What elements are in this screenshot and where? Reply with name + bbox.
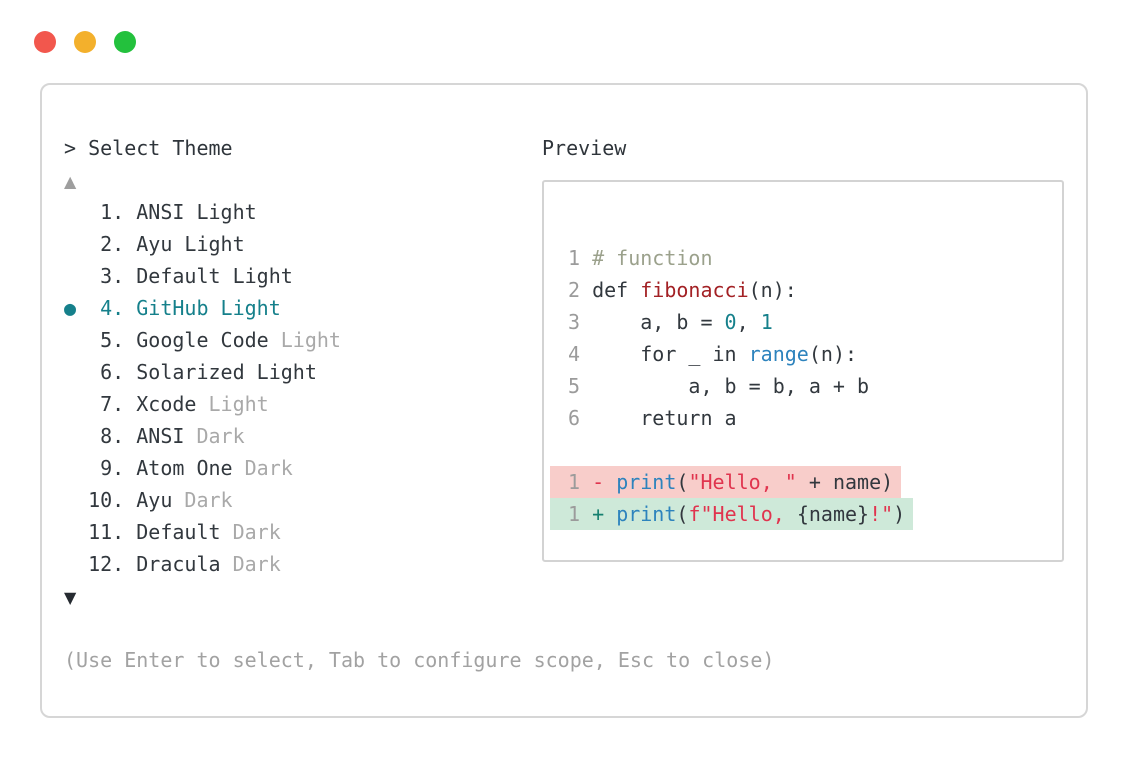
theme-name: 4. GitHub Light — [100, 296, 281, 320]
code-line — [568, 434, 1062, 466]
scroll-down-icon[interactable]: ▼ — [64, 588, 77, 607]
theme-variant-suffix: Dark — [244, 456, 293, 480]
token-plain: (n): — [808, 342, 858, 366]
theme-selector-panel: > Select Theme ▲ 1. ANSI Light 2. Ayu Li… — [64, 132, 341, 612]
token-ln: 6 — [568, 406, 593, 430]
help-text: (Use Enter to select, Tab to configure s… — [64, 648, 775, 672]
list-indent — [64, 456, 100, 480]
token-call: print — [616, 470, 677, 494]
theme-list-item[interactable]: 8. ANSI Dark — [64, 420, 341, 452]
token-plain: ( — [676, 502, 689, 526]
list-indent — [64, 200, 100, 224]
token-plus: + — [592, 502, 617, 526]
list-indent — [64, 552, 88, 576]
theme-list-item[interactable]: 6. Solarized Light — [64, 356, 341, 388]
scroll-up-icon[interactable]: ▲ — [64, 172, 77, 191]
theme-list-item[interactable]: 7. Xcode Light — [64, 388, 341, 420]
theme-name: 8. ANSI — [100, 424, 197, 448]
token-plain: ) — [893, 502, 906, 526]
theme-list-item[interactable]: 9. Atom One Dark — [64, 452, 341, 484]
theme-name: 7. Xcode — [100, 392, 209, 416]
list-indent — [64, 232, 100, 256]
token-plain: a, b = b, a + b — [592, 374, 870, 398]
code-line: 3 a, b = 0, 1 — [568, 306, 1062, 338]
zoom-button[interactable] — [114, 31, 136, 53]
token-numlit: 1 — [760, 310, 773, 334]
token-ln: 5 — [568, 374, 593, 398]
theme-list-item[interactable]: 12. Dracula Dark — [64, 548, 341, 580]
token-ln: 2 — [568, 278, 593, 302]
token-plain: ( — [676, 470, 689, 494]
code-line: 5 a, b = b, a + b — [568, 370, 1062, 402]
token-numlit: 0 — [724, 310, 737, 334]
theme-variant-suffix: Dark — [232, 552, 281, 576]
theme-name: 1. ANSI Light — [100, 200, 257, 224]
token-plain: (n): — [748, 278, 797, 302]
theme-list-item[interactable]: 2. Ayu Light — [64, 228, 341, 260]
token-ln: 1 — [568, 246, 593, 270]
list-indent — [64, 520, 88, 544]
token-comment: # function — [592, 246, 713, 270]
token-plain: , — [736, 310, 761, 334]
token-plain: def — [592, 278, 641, 302]
token-funcdef: fibonacci — [640, 278, 749, 302]
theme-list: 1. ANSI Light 2. Ayu Light 3. Default Li… — [64, 196, 341, 580]
theme-name: 11. Default — [88, 520, 233, 544]
list-indent — [64, 264, 100, 288]
code-line: 4 for _ in range(n): — [568, 338, 1062, 370]
token-call: range — [748, 342, 809, 366]
traffic-lights — [34, 31, 136, 53]
token-plain: return a — [592, 406, 737, 430]
preview-title: Preview — [542, 136, 627, 160]
code-line-diff-removed: 1 - print("Hello, " + name) — [550, 466, 902, 498]
token-string: "Hello, " — [688, 470, 797, 494]
token-string: f"Hello, — [688, 502, 797, 526]
theme-list-item[interactable]: 11. Default Dark — [64, 516, 341, 548]
theme-list-item[interactable]: 1. ANSI Light — [64, 196, 341, 228]
theme-name: 12. Dracula — [88, 552, 233, 576]
token-plain: + name) — [796, 470, 894, 494]
theme-name: 5. Google Code — [100, 328, 281, 352]
token-plain: {name} — [796, 502, 870, 526]
list-indent — [64, 488, 88, 512]
theme-list-item-selected[interactable]: ● 4. GitHub Light — [64, 292, 341, 324]
theme-name: 6. Solarized Light — [100, 360, 317, 384]
code-line-diff-added: 1 + print(f"Hello, {name}!") — [550, 498, 914, 530]
token-ln: 1 — [568, 470, 593, 494]
theme-name: 2. Ayu Light — [100, 232, 245, 256]
token-ln: 3 — [568, 310, 593, 334]
list-indent — [64, 360, 100, 384]
theme-variant-suffix: Light — [208, 392, 269, 416]
theme-list-item[interactable]: 5. Google Code Light — [64, 324, 341, 356]
theme-name: 10. Ayu — [88, 488, 185, 512]
code-line: 6 return a — [568, 402, 1062, 434]
token-call: print — [616, 502, 677, 526]
minimize-button[interactable] — [74, 31, 96, 53]
list-indent — [64, 424, 100, 448]
close-button[interactable] — [34, 31, 56, 53]
token-ln: 4 — [568, 342, 593, 366]
token-minus: - — [592, 470, 617, 494]
page-title: > Select Theme — [64, 136, 233, 160]
theme-name: 9. Atom One — [100, 456, 245, 480]
code-line: 2 def fibonacci(n): — [568, 274, 1062, 306]
theme-variant-suffix: Dark — [232, 520, 281, 544]
list-indent — [64, 328, 100, 352]
theme-list-item[interactable]: 10. Ayu Dark — [64, 484, 341, 516]
token-plain: for _ in — [592, 342, 749, 366]
list-indent — [64, 392, 100, 416]
token-ln: 1 — [568, 502, 593, 526]
theme-variant-suffix: Light — [280, 328, 341, 352]
token-plain: a, b = — [592, 310, 725, 334]
theme-picker-window: > Select Theme ▲ 1. ANSI Light 2. Ayu Li… — [40, 83, 1088, 718]
theme-list-item[interactable]: 3. Default Light — [64, 260, 341, 292]
theme-variant-suffix: Dark — [184, 488, 233, 512]
selected-bullet-icon: ● — [64, 296, 101, 320]
code-line: 1 # function — [568, 242, 1062, 274]
token-string: !" — [869, 502, 894, 526]
theme-name: 3. Default Light — [100, 264, 293, 288]
theme-variant-suffix: Dark — [196, 424, 245, 448]
